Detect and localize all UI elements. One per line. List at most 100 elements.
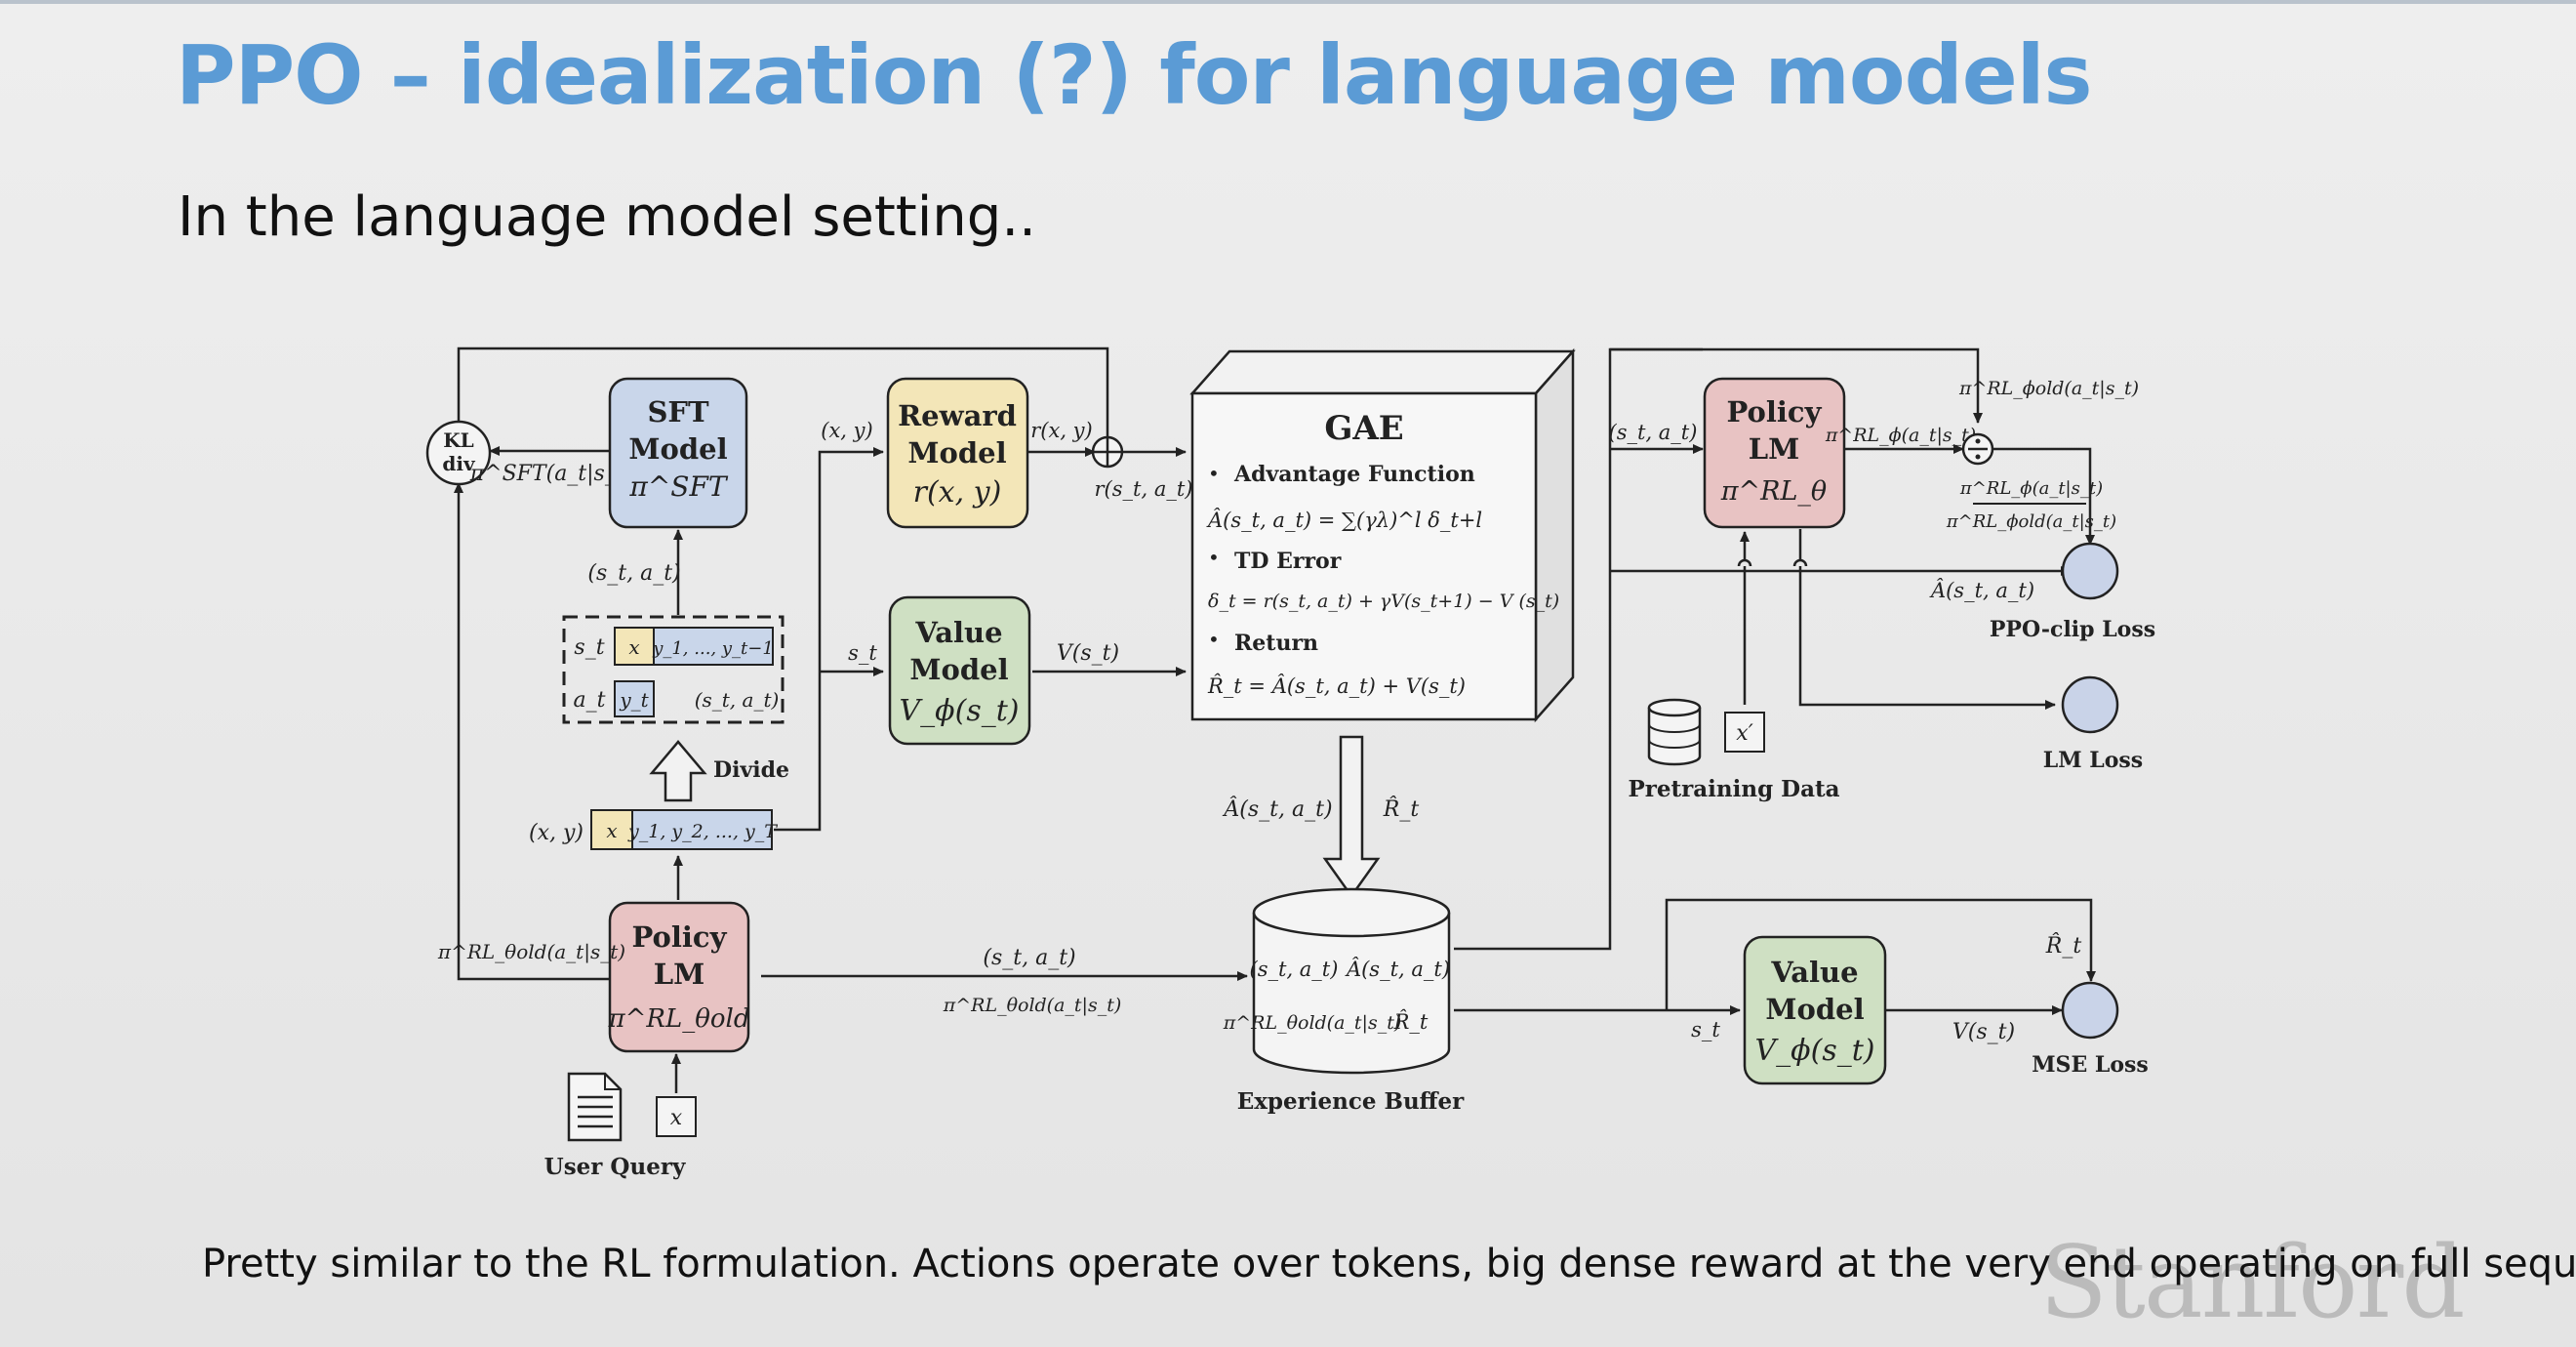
value-model-top-box xyxy=(888,595,1031,746)
pi-old-mid-label: π^RL_θold(a_t|s_t) xyxy=(943,995,1122,1016)
gae-to-buffer-arrow xyxy=(1322,735,1381,899)
document-icon xyxy=(567,1072,623,1142)
buffer-label: Experience Buffer xyxy=(1237,1088,1465,1115)
user-query-label: User Query xyxy=(544,1154,686,1180)
rhat-label: R̂_t xyxy=(1383,796,1420,822)
v-st-top-label: V(s_t) xyxy=(1057,641,1119,666)
ratio-denominator: π^RL_ϕold(a_t|s_t) xyxy=(1946,511,2116,532)
st-at-right-label: (s_t, a_t) xyxy=(1609,421,1698,444)
value-bottom-line2: Model xyxy=(1765,993,1864,1026)
gae-f1: Â(s_t, a_t) = ∑(γλ)^l δ_t+l xyxy=(1206,509,1482,532)
lm-loss-label: LM Loss xyxy=(2043,748,2143,773)
subtitle-caption: Pretty similar to the RL formulation. Ac… xyxy=(202,1242,2576,1286)
xy-top-label: (x, y) xyxy=(821,419,872,442)
sft-line2: Model xyxy=(628,432,727,466)
line-hops xyxy=(1737,558,1808,567)
gae-f2: δ_t = r(s_t, a_t) + γV(s_t+1) − V (s_t) xyxy=(1208,591,1559,612)
pi-new-label: π^RL_ϕ(a_t|s_t) xyxy=(1825,425,1976,446)
query-x-box xyxy=(656,1096,697,1137)
experience-buffer-cylinder xyxy=(1252,887,1451,1075)
seq-x: x xyxy=(606,819,617,842)
query-x: x xyxy=(670,1106,683,1130)
st-at-mid-label: (s_t, a_t) xyxy=(983,946,1075,970)
gae-f3: R̂_t = Â(s_t, a_t) + V(s_t) xyxy=(1207,674,1466,698)
value-top-line2: Model xyxy=(909,653,1008,686)
gae-block xyxy=(1189,347,1576,723)
divide-arrow xyxy=(649,740,707,802)
divide-box xyxy=(562,615,785,724)
gae-b1: Advantage Function xyxy=(1233,462,1475,487)
st-bottom-label: s_t xyxy=(1691,1018,1720,1041)
mse-loss-node xyxy=(2061,981,2119,1040)
divide-row2-label: a_t xyxy=(574,688,606,713)
seq-y-cell xyxy=(631,809,773,850)
top-border xyxy=(0,0,2576,4)
gae-b3: Return xyxy=(1234,631,1318,656)
adv-label: Â(s_t, a_t) xyxy=(1222,796,1332,822)
policy-old-line3: π^RL_θold xyxy=(608,1004,750,1034)
kl-div-node xyxy=(425,420,492,486)
rxy-label: r(x, y) xyxy=(1030,419,1092,442)
seq-y: y_1, y_2, ..., y_T xyxy=(627,821,778,842)
policy-new-line3: π^RL_θ xyxy=(1720,476,1827,507)
policy-new-box xyxy=(1703,377,1846,529)
reward-line1: Reward xyxy=(898,399,1017,432)
kl-line1: KL xyxy=(443,429,473,452)
value-bottom-line3: V_ϕ(s_t) xyxy=(1755,1034,1875,1068)
gae-bullet1: • xyxy=(1208,462,1220,485)
divide-x: x xyxy=(628,635,639,659)
divide-seq: y_1, ..., y_t−1 xyxy=(652,638,774,659)
divide-pair: (s_t, a_t) xyxy=(695,688,780,712)
value-model-bottom-box xyxy=(1743,935,1887,1085)
value-top-line1: Value xyxy=(914,616,1002,649)
pi-old-top-label: π^RL_ϕold(a_t|s_t) xyxy=(1958,378,2139,399)
buffer-c4: R̂_t xyxy=(1393,1010,1429,1034)
slide-subtitle: In the language model setting.. xyxy=(178,185,1036,249)
policy-old-line2: LM xyxy=(654,958,705,991)
gae-bullet2: • xyxy=(1208,546,1220,569)
reward-line3: r(x, y) xyxy=(913,475,1002,510)
sft-line1: SFT xyxy=(647,395,709,429)
database-icon xyxy=(1647,698,1702,766)
reward-line2: Model xyxy=(907,436,1006,469)
buffer-c2: Â(s_t, a_t) xyxy=(1345,958,1450,981)
policy-old-box xyxy=(608,901,750,1053)
v-st-bottom-label: V(s_t) xyxy=(1952,1020,2015,1044)
ratio-numerator: π^RL_ϕ(a_t|s_t) xyxy=(1959,478,2103,499)
value-top-line3: V_ϕ(s_t) xyxy=(900,694,1020,728)
lm-loss-node xyxy=(2061,675,2119,734)
st-mid-label: s_t xyxy=(848,641,877,665)
seq-x-cell xyxy=(590,809,633,850)
divide-label: Divide xyxy=(713,757,789,783)
ppo-loss-label: PPO-clip Loss xyxy=(1990,617,2155,642)
rhat-bottom-label: R̂_t xyxy=(2045,933,2082,959)
sft-line3: π^SFT xyxy=(628,470,728,503)
sft-model-box xyxy=(608,377,748,529)
xy-bottom-label: (x, y) xyxy=(529,821,584,845)
slide-title: PPO – idealization (?) for language mode… xyxy=(176,27,2092,123)
kl-line2: div xyxy=(442,452,476,475)
pretraining-label: Pretraining Data xyxy=(1628,776,1839,802)
policy-old-line1: Policy xyxy=(632,920,728,954)
adv-right-label: Â(s_t, a_t) xyxy=(1929,579,2034,602)
pretraining-x-box xyxy=(1724,712,1765,753)
reward-model-box xyxy=(886,377,1029,529)
divide-row1-label: s_t xyxy=(574,635,604,660)
mse-loss-label: MSE Loss xyxy=(2032,1052,2149,1078)
divide-seq-cell xyxy=(653,627,774,666)
pretraining-x: x′ xyxy=(1736,721,1752,746)
pi-sft-label: π^SFT(a_t|s_t) xyxy=(469,462,633,486)
gae-bullet3: • xyxy=(1208,628,1220,651)
gae-title: GAE xyxy=(1324,409,1403,448)
r-sa-label: r(s_t, a_t) xyxy=(1095,477,1193,501)
buffer-c1: (s_t, a_t) xyxy=(1250,958,1339,981)
policy-new-line2: LM xyxy=(1749,432,1800,466)
ppo-loss-node xyxy=(2061,542,2119,600)
divide-yt-cell xyxy=(614,680,655,717)
gae-b2: TD Error xyxy=(1234,549,1342,574)
divide-yt: y_t xyxy=(619,688,649,712)
stanford-watermark: Stanford xyxy=(2039,1225,2466,1341)
value-bottom-line1: Value xyxy=(1770,956,1858,989)
connector-lines xyxy=(454,347,2096,1093)
pi-old-left-label: π^RL_θold(a_t|s_t) xyxy=(437,940,625,964)
